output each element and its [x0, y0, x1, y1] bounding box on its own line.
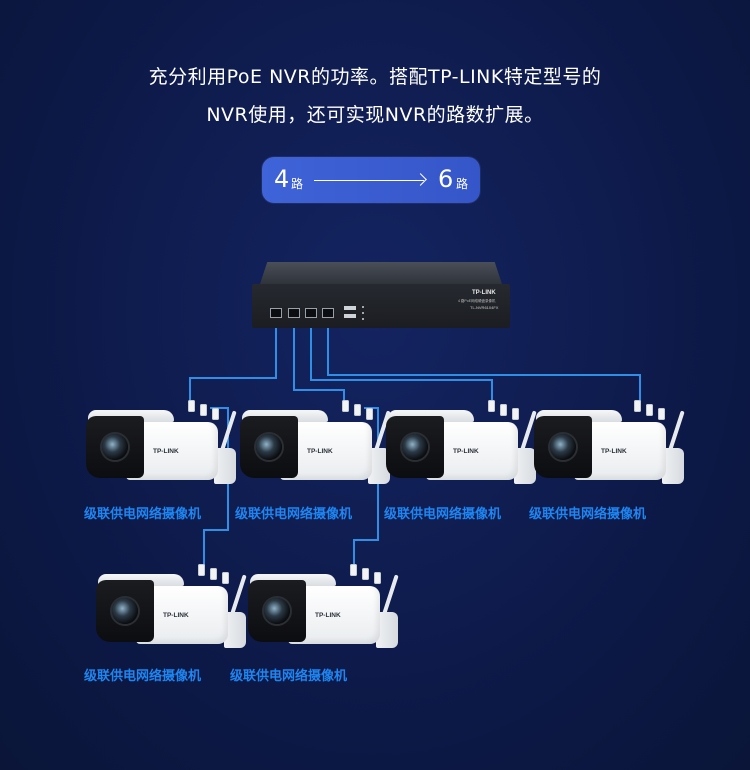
camera-mount — [376, 612, 398, 648]
cable-connector — [646, 404, 653, 416]
camera-label-4: 级联供电网络摄像机 — [529, 507, 647, 522]
cable-connector — [210, 568, 217, 580]
arrow-right-icon — [314, 180, 424, 181]
camera-mount — [368, 448, 390, 484]
cable-camera1-camera5 — [203, 407, 229, 568]
camera-logo: TP-LINK — [307, 448, 333, 455]
cable-connector — [198, 564, 205, 576]
from-channel-number: 4 — [274, 165, 290, 193]
camera-logo: TP-LINK — [153, 448, 179, 455]
nvr-device: TP-LINK 4 路PoE网络硬盘录像机 TL-NVR6104FX — [252, 262, 510, 332]
status-led — [362, 312, 364, 314]
camera-5: TP-LINK — [96, 564, 286, 662]
cable-port4-camera4 — [327, 320, 641, 405]
nvr-top-cover — [260, 262, 502, 284]
camera-2: TP-LINK — [240, 400, 430, 498]
cable-connector — [212, 408, 219, 420]
cable-port2-camera2 — [293, 320, 345, 405]
cable-connector — [354, 404, 361, 416]
camera-mount — [662, 448, 684, 484]
from-channel-unit: 路 — [291, 177, 304, 191]
camera-lens-icon — [264, 598, 290, 624]
usb-port-2 — [344, 314, 356, 318]
camera-lens-icon — [102, 434, 128, 460]
nvr-model: TL-NVR6104FX — [470, 305, 499, 310]
camera-mount — [224, 612, 246, 648]
cable-connector — [500, 404, 507, 416]
cable-connector — [342, 400, 349, 412]
camera-label-6: 级联供电网络摄像机 — [230, 669, 348, 684]
camera-6: TP-LINK — [248, 564, 438, 662]
camera-label-5: 级联供电网络摄像机 — [84, 669, 202, 684]
cable-port1-camera1 — [189, 320, 277, 405]
poe-port-4 — [322, 308, 334, 318]
nvr-description: 4 路PoE网络硬盘录像机 — [458, 299, 496, 303]
to-channel-unit: 路 — [456, 177, 469, 191]
camera-mount — [214, 448, 236, 484]
channel-expansion-badge: 4 路 6 路 — [262, 157, 480, 203]
cable-port3-camera3 — [310, 320, 493, 405]
camera-3: TP-LINK — [386, 400, 576, 498]
camera-logo: TP-LINK — [601, 448, 627, 455]
cable-connector — [658, 408, 665, 420]
cable-connector — [512, 408, 519, 420]
camera-label-2: 级联供电网络摄像机 — [235, 507, 353, 522]
cable-connector — [374, 572, 381, 584]
poe-port-1 — [270, 308, 282, 318]
camera-1: TP-LINK — [86, 400, 276, 498]
nvr-front-panel — [252, 284, 510, 328]
status-led — [362, 318, 364, 320]
cable-connector — [488, 400, 495, 412]
camera-label-1: 级联供电网络摄像机 — [84, 507, 202, 522]
camera-logo: TP-LINK — [315, 612, 341, 619]
headline-line-2: NVR使用，还可实现NVR的路数扩展。 — [206, 104, 544, 126]
usb-port-1 — [344, 306, 356, 310]
cable-connector — [188, 400, 195, 412]
cable-connector — [222, 572, 229, 584]
to-channel-number: 6 — [438, 165, 454, 193]
poe-port-3 — [305, 308, 317, 318]
camera-mount — [514, 448, 536, 484]
cable-connector — [200, 404, 207, 416]
camera-logo: TP-LINK — [453, 448, 479, 455]
camera-label-3: 级联供电网络摄像机 — [384, 507, 502, 522]
camera-4: TP-LINK — [534, 400, 724, 498]
camera-lens-icon — [402, 434, 428, 460]
headline-line-1: 充分利用PoE NVR的功率。搭配TP-LINK特定型号的 — [148, 66, 602, 88]
nvr-brand-logo: TP-LINK — [472, 290, 496, 296]
camera-lens-icon — [112, 598, 138, 624]
camera-lens-icon — [550, 434, 576, 460]
cable-connector — [366, 408, 373, 420]
status-led — [362, 306, 364, 308]
cable-connector — [634, 400, 641, 412]
cable-camera2-camera6 — [353, 407, 379, 568]
camera-logo: TP-LINK — [163, 612, 189, 619]
cable-connector — [350, 564, 357, 576]
poe-port-2 — [288, 308, 300, 318]
camera-lens-icon — [256, 434, 282, 460]
cable-connector — [362, 568, 369, 580]
